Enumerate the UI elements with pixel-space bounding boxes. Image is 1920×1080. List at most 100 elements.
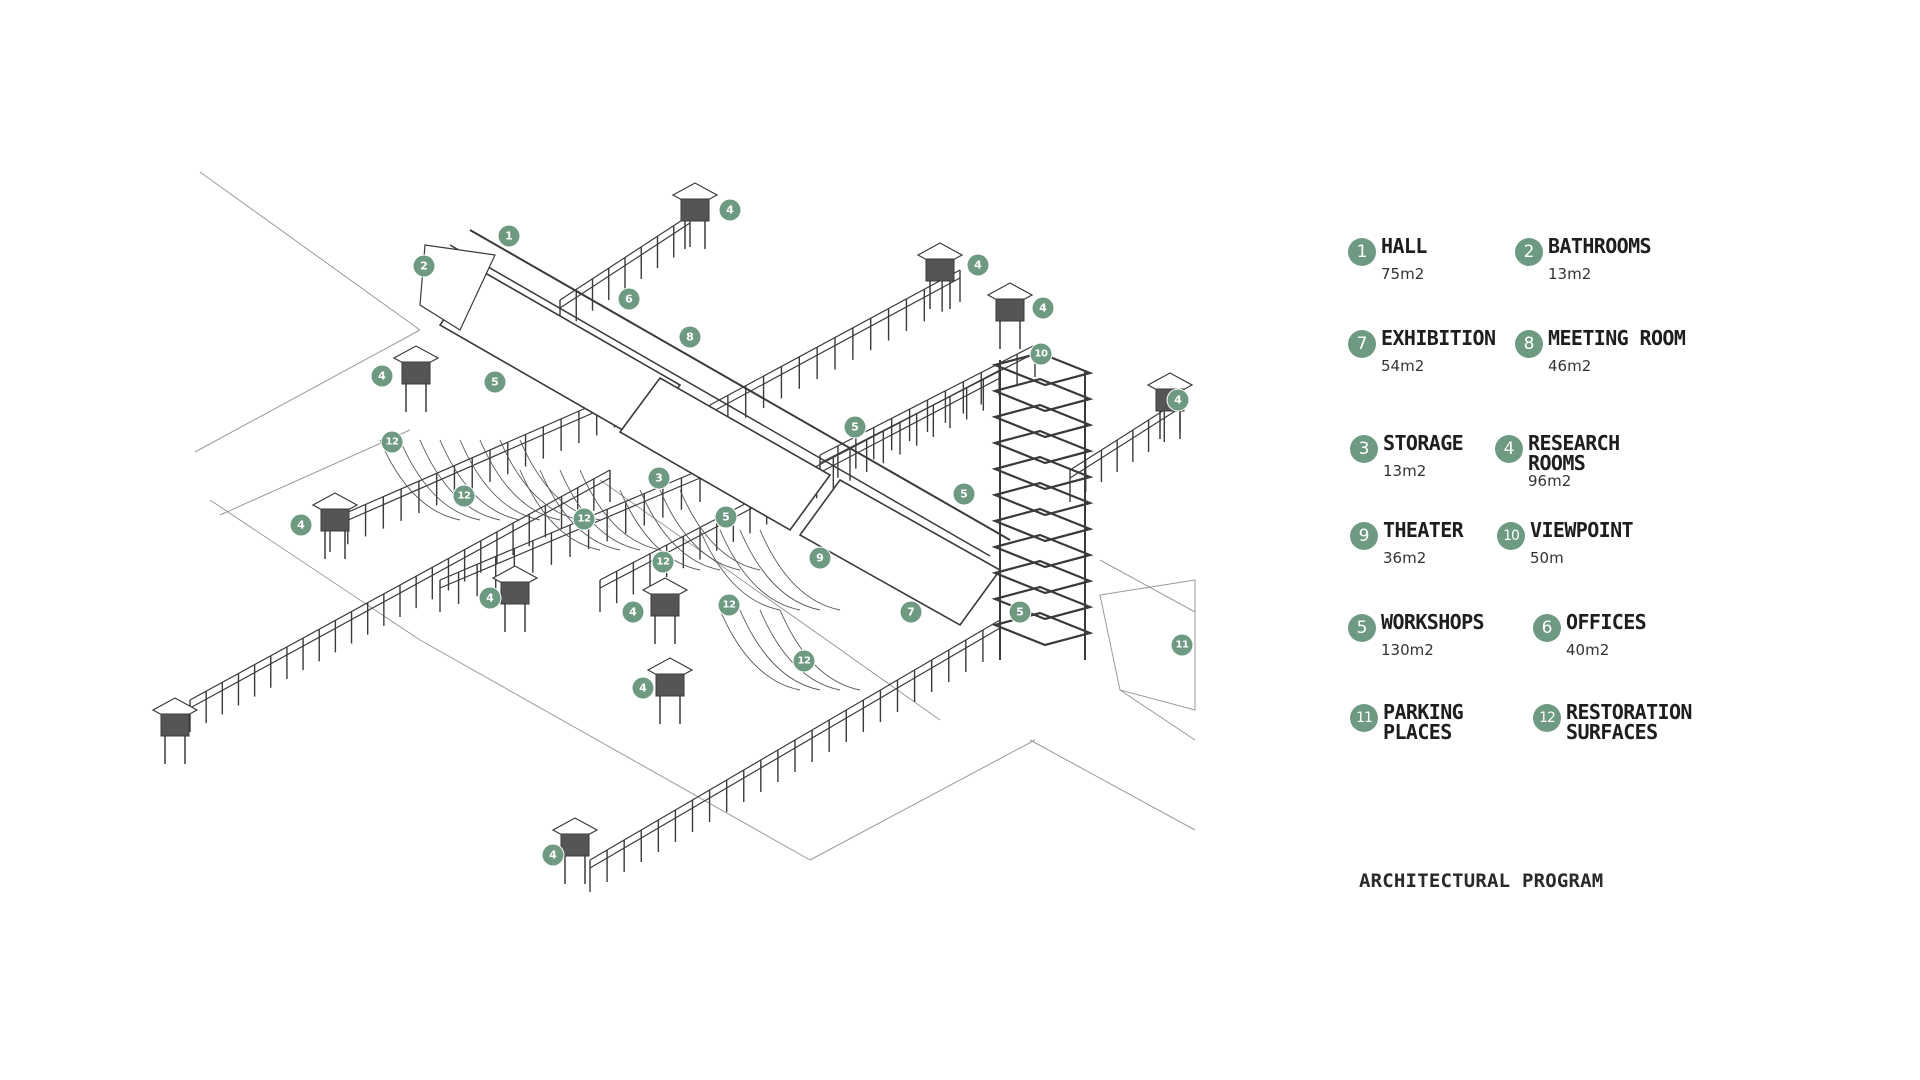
- boardwalk: [709, 269, 961, 437]
- spine-beam: [449, 244, 991, 557]
- roof-panel: [618, 376, 832, 532]
- drawing-marker: 9: [809, 547, 831, 569]
- ground-line: [809, 739, 1036, 861]
- legend-area: 46m2: [1548, 357, 1592, 375]
- fabric-curve: [379, 439, 461, 521]
- fabric-curve: [479, 439, 561, 521]
- boardwalk: [589, 619, 1001, 892]
- legend-name: WORKSHOPS: [1381, 610, 1485, 634]
- drawing-marker: 4: [371, 365, 393, 387]
- stair-flight: [991, 351, 1094, 387]
- drawing-marker: 4: [719, 199, 741, 221]
- drawing-marker: 10: [1030, 343, 1052, 365]
- ground-line: [219, 429, 411, 516]
- fabric-curve: [439, 439, 521, 521]
- stair-flight: [991, 403, 1094, 439]
- fabric-curve: [679, 489, 761, 571]
- hut-body: [401, 361, 431, 385]
- fabric-curve: [739, 609, 821, 691]
- legend-area: 13m2: [1548, 265, 1592, 283]
- legend-area: 54m2: [1381, 357, 1425, 375]
- fabric-curve: [759, 529, 841, 611]
- legend-name: OFFICES: [1566, 610, 1647, 634]
- legend-badge: 1: [1348, 238, 1376, 266]
- research-hut: [392, 345, 440, 412]
- research-hut: [491, 565, 539, 632]
- hut-body: [560, 833, 590, 857]
- legend-name: RESTORATION SURFACES: [1566, 700, 1692, 744]
- legend-area: 13m2: [1383, 462, 1427, 480]
- footer-caption: ARCHITECTURAL PROGRAM: [1359, 870, 1604, 892]
- legend-name: MEETING ROOM: [1548, 326, 1686, 350]
- stair-flight: [991, 481, 1094, 517]
- research-hut: [916, 242, 964, 309]
- ground-line: [209, 499, 421, 641]
- fabric-curve: [719, 609, 801, 691]
- boardwalk: [1069, 399, 1181, 502]
- research-hut: [151, 697, 199, 764]
- ground-line: [194, 329, 421, 453]
- drawing-marker: 5: [844, 416, 866, 438]
- fabric-curve: [699, 529, 781, 611]
- legend-area: 96m2: [1528, 472, 1572, 490]
- fabric-curve: [619, 489, 701, 571]
- drawing-marker: 4: [479, 587, 501, 609]
- hut-body: [160, 713, 190, 737]
- legend-area: 50m: [1530, 549, 1564, 567]
- legend-badge: 9: [1350, 522, 1378, 550]
- legend-name: RESEARCH ROOMS: [1528, 431, 1620, 475]
- drawing-marker: 11: [1171, 634, 1193, 656]
- legend-badge: 12: [1533, 704, 1561, 732]
- hut-body: [680, 198, 710, 222]
- drawing-marker: 7: [900, 601, 922, 623]
- drawing-marker: 12: [718, 594, 740, 616]
- fabric-curve: [779, 609, 861, 691]
- drawing-marker: 12: [381, 431, 403, 453]
- legend-area: 40m2: [1566, 641, 1610, 659]
- legend-badge: 11: [1350, 704, 1378, 732]
- parking-area: [1099, 579, 1196, 711]
- drawing-marker: 8: [679, 326, 701, 348]
- legend-area: 36m2: [1383, 549, 1427, 567]
- ground-line: [1119, 689, 1196, 741]
- legend-name: PARKING PLACES: [1383, 700, 1464, 744]
- drawing-marker: 5: [953, 483, 975, 505]
- fabric-curve: [519, 469, 601, 551]
- legend-name: STORAGE: [1383, 431, 1464, 455]
- research-hut: [986, 282, 1034, 349]
- fabric-curve: [739, 529, 821, 611]
- legend-badge: 2: [1515, 238, 1543, 266]
- stair-flight: [991, 533, 1094, 569]
- drawing-marker: 1: [498, 225, 520, 247]
- ground-line: [199, 171, 421, 331]
- drawing-marker: 2: [413, 255, 435, 277]
- drawing-marker: 4: [622, 601, 644, 623]
- drawing-marker: 4: [1032, 297, 1054, 319]
- legend-badge: 7: [1348, 330, 1376, 358]
- research-hut: [641, 577, 689, 644]
- drawing-marker: 12: [573, 508, 595, 530]
- drawing-marker: 4: [1167, 389, 1189, 411]
- fabric-curve: [579, 469, 661, 551]
- drawing-marker: 12: [652, 551, 674, 573]
- ground-line: [599, 479, 941, 721]
- drawing-marker: 5: [715, 506, 737, 528]
- ground-line: [419, 639, 811, 861]
- stair-flight: [991, 559, 1094, 595]
- research-hut: [671, 182, 719, 249]
- legend-name: VIEWPOINT: [1530, 518, 1634, 542]
- legend-badge: 5: [1348, 614, 1376, 642]
- research-hut: [646, 657, 694, 724]
- legend-name: HALL: [1381, 234, 1427, 258]
- fabric-curve: [519, 439, 601, 521]
- fabric-curve: [499, 439, 581, 521]
- hut-body: [500, 581, 530, 605]
- legend-badge: 4: [1495, 435, 1523, 463]
- hut-body: [320, 508, 350, 532]
- drawing-marker: 12: [453, 485, 475, 507]
- boardwalk: [189, 469, 611, 732]
- drawing-marker: 5: [484, 371, 506, 393]
- drawing-marker: 6: [618, 288, 640, 310]
- legend-name: THEATER: [1383, 518, 1464, 542]
- fabric-curve: [639, 489, 721, 571]
